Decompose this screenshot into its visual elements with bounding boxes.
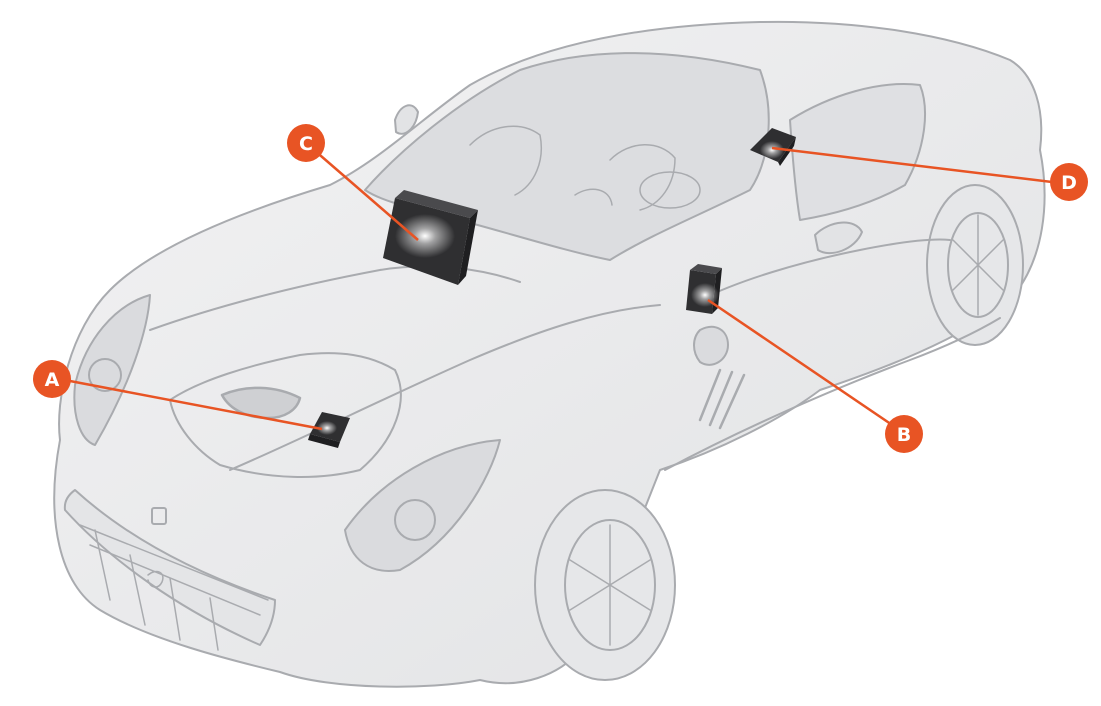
badge-circle-d <box>1050 163 1088 201</box>
sill-line <box>664 317 1001 471</box>
headlight-left <box>73 294 151 446</box>
front-wheel-rim <box>564 519 656 651</box>
callout-badge-d: D <box>1050 163 1088 201</box>
mirror-right <box>814 221 863 255</box>
bonnet-panel <box>169 352 402 478</box>
headlight-left-lens <box>88 358 122 392</box>
headlight-right <box>344 439 501 572</box>
leader-line-b <box>707 298 905 435</box>
side-vents <box>698 368 746 430</box>
steering-wheel <box>639 171 701 209</box>
front-grille <box>63 489 276 646</box>
module-a-pillar <box>686 264 722 314</box>
module-b-glow <box>691 283 719 307</box>
rear-wheel <box>926 184 1024 346</box>
grille-emblem <box>147 570 164 588</box>
badge-circle-c <box>287 124 325 162</box>
callout-badges: A B C D <box>33 124 1088 453</box>
module-b-top <box>690 264 722 274</box>
callout-badge-b: B <box>885 415 923 453</box>
front-wheel-spokes <box>569 524 651 646</box>
module-a-glow <box>317 421 337 435</box>
badge-circle-a <box>33 360 71 398</box>
module-c-side <box>458 210 478 285</box>
leader-line-a <box>69 379 323 431</box>
module-d-glow <box>760 141 784 159</box>
module-a-front <box>308 434 340 448</box>
modules <box>308 128 796 448</box>
badge-circle-b <box>885 415 923 453</box>
module-c-top <box>395 190 478 218</box>
interior-seats <box>469 125 676 211</box>
leader-line-d <box>771 146 1053 184</box>
rear-wheel-spokes <box>952 214 1004 316</box>
leader-lines <box>69 142 1053 435</box>
bonnet-emblem <box>151 507 167 525</box>
callout-badge-c: C <box>287 124 325 162</box>
module-roof-header <box>750 128 796 166</box>
callout-label-a: A <box>45 369 60 391</box>
side-window <box>789 83 926 221</box>
mirror-left <box>394 104 419 135</box>
module-windscreen-base <box>383 190 478 285</box>
module-d-side <box>778 137 796 166</box>
callout-label-c: C <box>299 133 313 155</box>
callout-label-b: B <box>897 424 911 446</box>
headlight-right-lens <box>394 499 436 541</box>
side-emblem <box>693 325 729 366</box>
door-line <box>699 238 951 301</box>
car-illustration <box>53 20 1046 688</box>
callout-badge-a: A <box>33 360 71 398</box>
bonnet-crease-left <box>149 265 521 331</box>
callout-label-d: D <box>1061 172 1077 194</box>
bonnet-crease-right <box>229 304 661 471</box>
leader-line-c <box>305 142 419 241</box>
grille-bars <box>79 524 269 651</box>
rear-wheel-rim <box>947 212 1009 318</box>
module-c-glow <box>395 214 455 258</box>
module-bonnet-small <box>308 412 350 448</box>
